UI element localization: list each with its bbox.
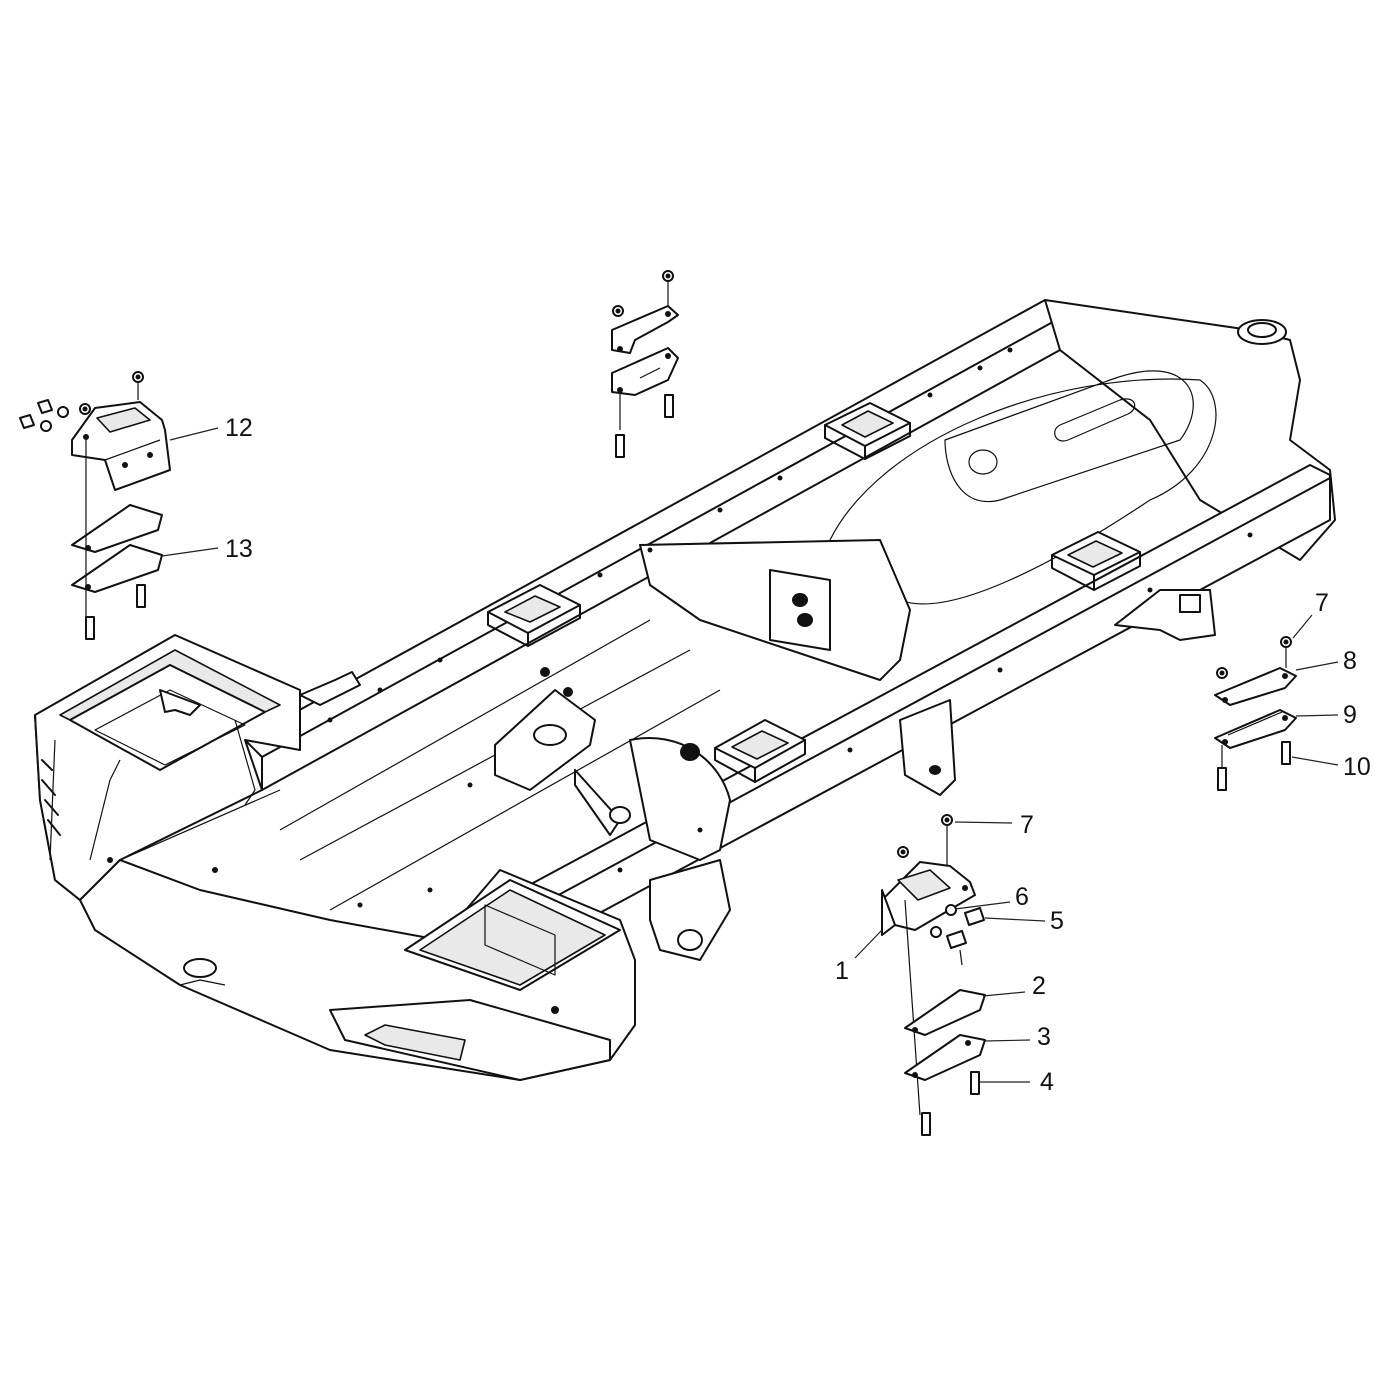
mount-rear-right xyxy=(1051,531,1141,591)
callout-label-1: 1 xyxy=(835,957,849,985)
callout-label-6: 6 xyxy=(1015,883,1029,911)
callout-label-10: 10 xyxy=(1343,753,1371,781)
callout-8: 8 xyxy=(1295,647,1357,675)
callout-5: 5 xyxy=(984,907,1064,935)
mount-front-right xyxy=(714,719,806,783)
callout-4: 4 xyxy=(980,1068,1054,1096)
callout-12: 12 xyxy=(169,414,253,442)
callout-label-13: 13 xyxy=(225,535,253,563)
callout-label-5: 5 xyxy=(1050,907,1064,935)
callout-label-7-upper: 7 xyxy=(1315,589,1329,617)
callout-label-8: 8 xyxy=(1343,647,1357,675)
mount-front-left xyxy=(487,584,581,647)
callout-7-lower: 7 xyxy=(954,811,1034,839)
callout-6: 6 xyxy=(954,883,1029,911)
exploded-mount-right xyxy=(1214,636,1297,791)
callout-9: 9 xyxy=(1295,701,1357,729)
callout-label-9: 9 xyxy=(1343,701,1357,729)
chassis-frame xyxy=(34,299,1336,1081)
callout-label-2: 2 xyxy=(1032,972,1046,1000)
mount-rear-left xyxy=(824,402,911,460)
beam-holes xyxy=(107,347,1253,1014)
exploded-mount-left xyxy=(19,371,171,640)
callouts: 12 13 7 8 9 10 7 6 xyxy=(161,414,1371,1096)
callout-13: 13 xyxy=(161,535,253,563)
callout-label-3: 3 xyxy=(1037,1023,1051,1051)
exploded-mount-top-center xyxy=(611,270,679,458)
callout-2: 2 xyxy=(982,972,1046,1000)
callout-10: 10 xyxy=(1291,753,1371,781)
callout-3: 3 xyxy=(984,1023,1051,1051)
exploded-mount-lower xyxy=(881,814,986,1136)
callout-7-upper: 7 xyxy=(1292,589,1329,639)
callout-1: 1 xyxy=(835,929,883,985)
callout-label-7-lower: 7 xyxy=(1020,811,1034,839)
callout-label-12: 12 xyxy=(225,414,253,442)
callout-label-4: 4 xyxy=(1040,1068,1054,1096)
